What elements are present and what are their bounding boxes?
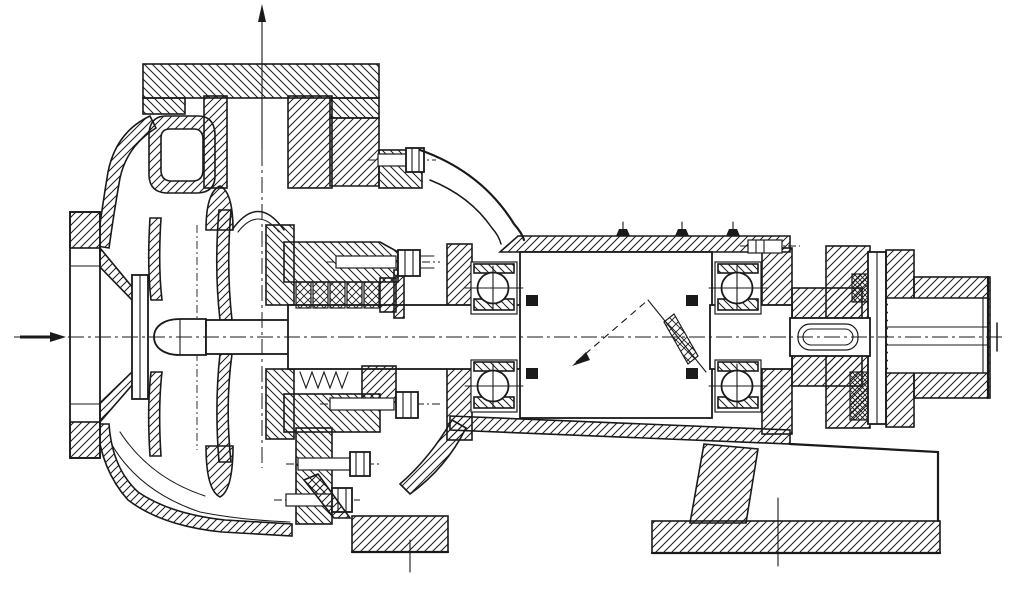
pedestal: [689, 443, 759, 524]
support-strut: [398, 418, 468, 496]
stuffing-box: [283, 241, 442, 433]
rear-shroud: [216, 209, 233, 321]
foot-plate: [651, 520, 941, 554]
discharge-flow-arrow: [258, 4, 266, 22]
locknut-screw: [747, 239, 783, 254]
volute-casing: [96, 63, 450, 573]
ball-bearings: [464, 261, 768, 413]
packing-ring: [295, 281, 312, 309]
bearing-housing: [398, 148, 942, 567]
front-shroud: [147, 217, 163, 301]
seal-spring: [299, 370, 349, 390]
felt-seal: [526, 295, 538, 306]
casing-bolt: [297, 457, 355, 471]
suction-side: [69, 211, 149, 459]
discharge-flange: [142, 63, 380, 99]
filler-caps: [616, 221, 740, 236]
suction-flow-arrow: [50, 332, 66, 342]
suction-flange: [69, 211, 101, 459]
bracket-arm-inner: [429, 179, 502, 245]
gland-bolt-lower: [329, 397, 395, 411]
centerlines-and-arrows: [14, 4, 1006, 468]
housing-bottom-wall: [449, 415, 791, 445]
casing-foot: [351, 515, 449, 553]
impeller: [147, 185, 234, 498]
bracket-arm-outer: [418, 148, 526, 242]
break-line: [575, 299, 649, 363]
suction-cone-wall: [99, 245, 134, 303]
gland-bolt-upper: [335, 255, 397, 269]
discharge-neck-right-wall: [287, 95, 333, 189]
volute-ring-section: [148, 115, 216, 194]
housing-top-wall: [497, 235, 791, 253]
